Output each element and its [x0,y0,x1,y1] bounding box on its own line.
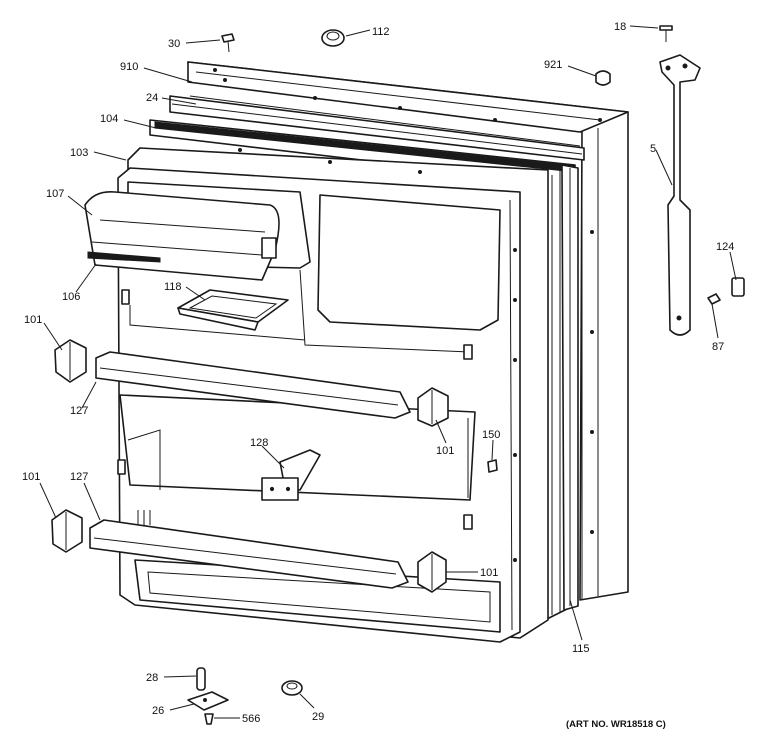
screw-18 [659,25,673,42]
callout-566: 566 [242,713,260,725]
outer-door-panel [187,61,629,601]
door-shelf-upper [95,351,411,419]
callout-104: 104 [100,113,118,125]
callout-127-lower: 127 [70,471,88,483]
callout-29: 29 [312,711,324,723]
door-handle [659,54,701,336]
pin-28 [196,667,206,691]
plug-921 [595,70,611,86]
screw-87 [707,293,721,305]
cap-124 [731,277,745,297]
screw-30 [221,33,235,53]
callout-128: 128 [250,437,268,449]
callout-18: 18 [614,21,626,33]
callout-150: 150 [482,429,500,441]
callout-101-upper-right: 101 [436,445,454,457]
door-liner-layer [169,95,585,161]
callout-118: 118 [164,281,182,293]
callout-26: 26 [152,705,164,717]
leader-lines [39,25,737,719]
screw-150 [487,459,498,473]
callout-24: 24 [146,92,158,104]
seal-strip [561,164,579,611]
callout-112: 112 [372,26,390,38]
callout-30: 30 [168,38,180,50]
spacer-29 [281,680,303,696]
screw-566 [204,713,214,725]
callout-107: 107 [46,188,64,200]
callout-5: 5 [650,143,656,155]
callout-labels: 30 112 18 910 921 24 104 103 5 107 124 1… [22,21,734,725]
shelf-bracket-left-lower [51,509,83,553]
art-number: (ART NO. WR18518 C) [566,719,666,730]
retainer-clip [261,449,321,501]
callout-28: 28 [146,672,158,684]
callout-101-lower-right: 101 [480,567,498,579]
callout-124: 124 [716,241,734,253]
plug-112 [321,29,345,47]
callout-910: 910 [120,61,138,73]
shelf-bracket-left-upper [54,339,87,383]
callout-921: 921 [544,59,562,71]
callout-101-upper-left: 101 [24,314,42,326]
callout-101-lower-left: 101 [22,471,40,483]
dairy-compartment-door [84,190,280,281]
callout-115: 115 [572,643,590,655]
callout-87: 87 [712,341,724,353]
callout-103: 103 [70,147,88,159]
door-shelf-lower [89,519,409,589]
shelf-bracket-right-upper [417,387,449,427]
shelf-bracket-right-lower [417,551,447,593]
plate-26 [187,691,229,711]
callout-127-upper: 127 [70,405,88,417]
callout-106: 106 [62,291,80,303]
